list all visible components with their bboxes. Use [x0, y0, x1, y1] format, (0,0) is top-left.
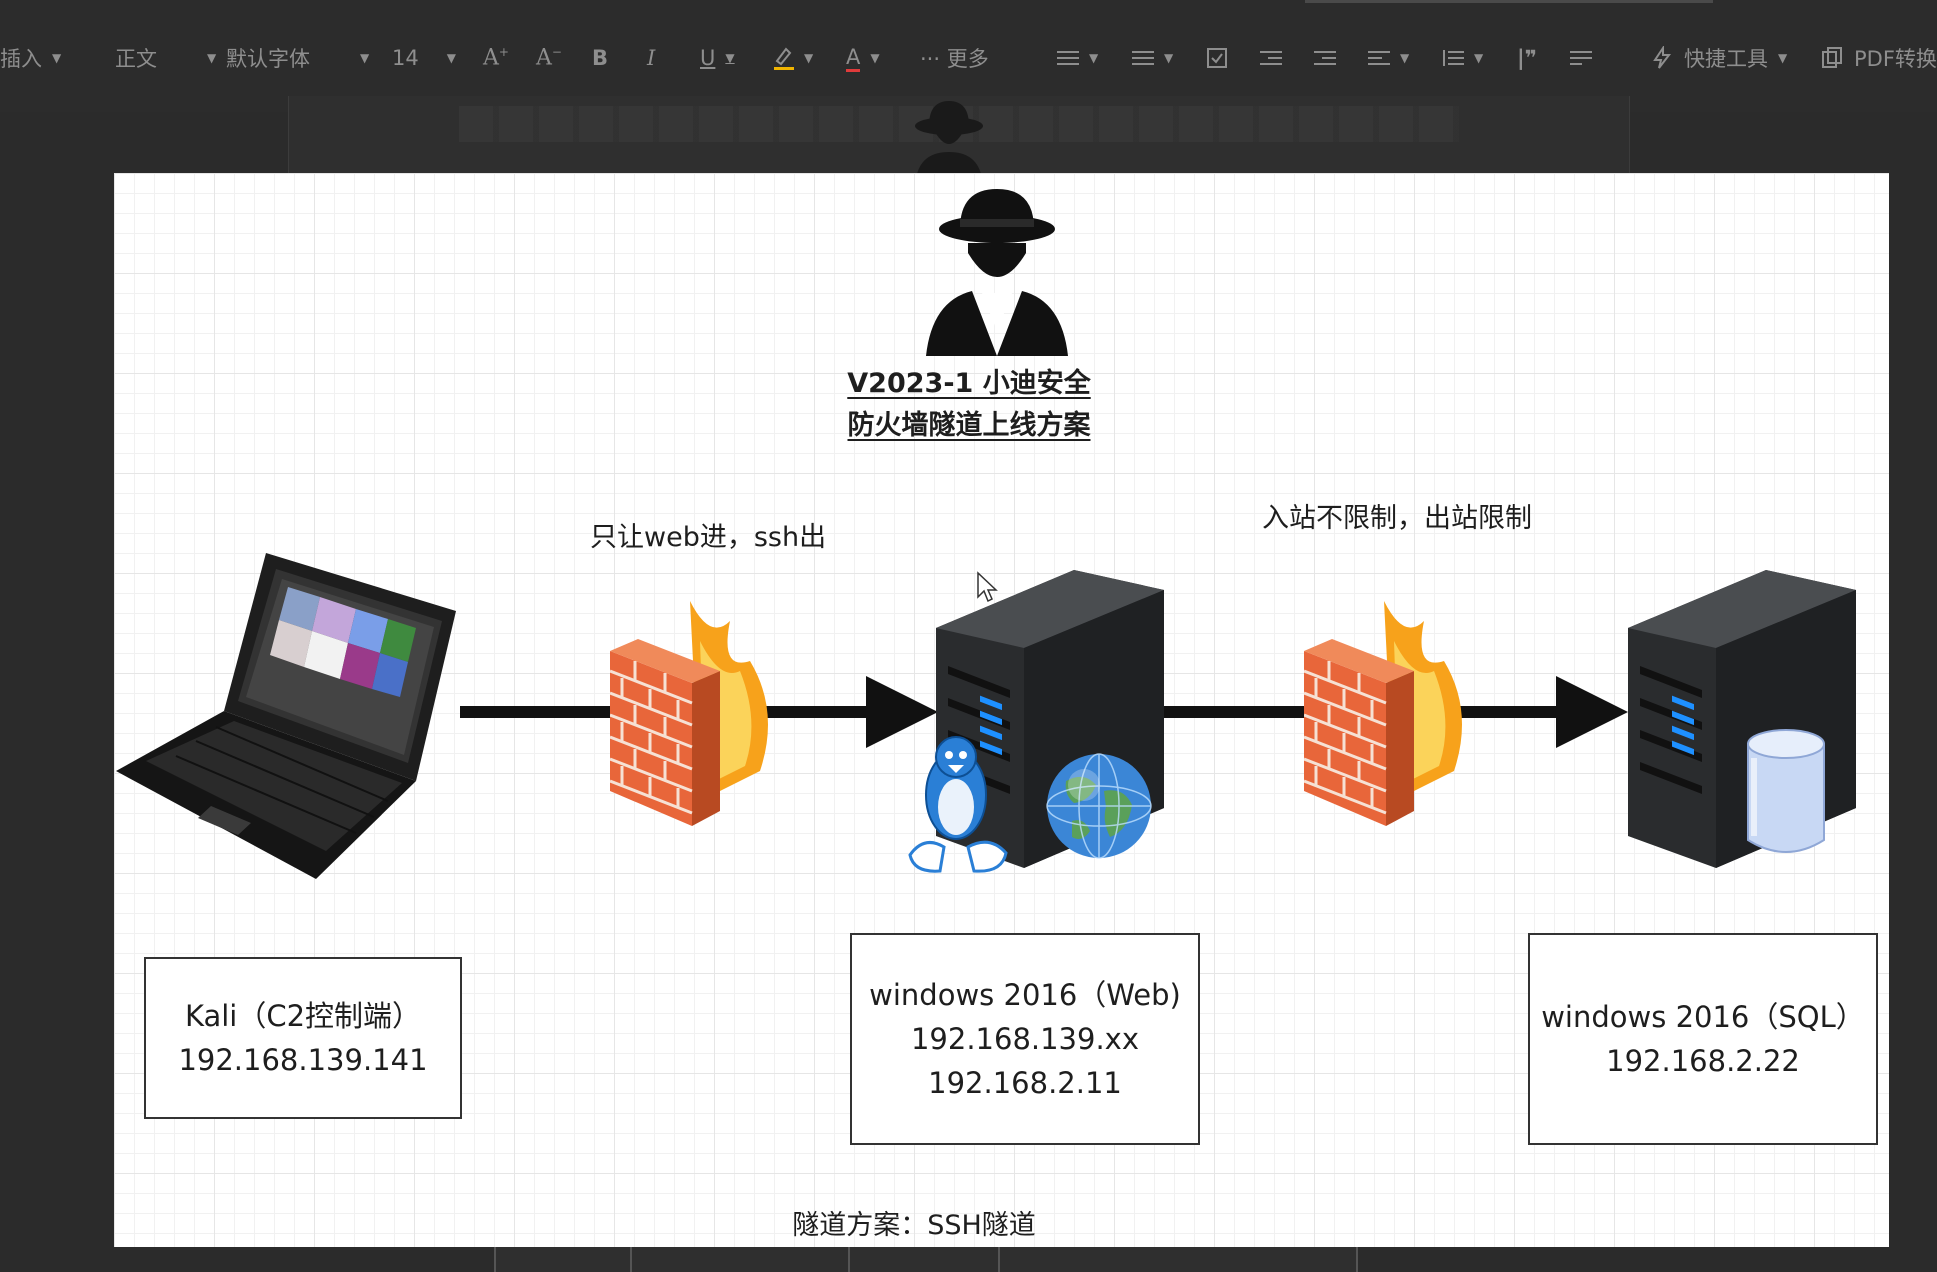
kali-ip: 192.168.139.141	[178, 1043, 428, 1077]
numbered-list-button[interactable]: ▼	[1132, 38, 1173, 78]
insert-menu[interactable]: 插入 ▼	[0, 38, 61, 78]
toolbar-top-strip	[1305, 0, 1713, 3]
pdf-convert-label: PDF转换	[1854, 47, 1937, 71]
paragraph-style-select[interactable]: 正文 ▼	[115, 38, 216, 78]
table-separator	[1356, 1246, 1358, 1272]
paragraph-style-label: 正文	[115, 47, 157, 71]
diagram-title: V2023-1 小迪安全 防火墙隧道上线方案	[834, 363, 1104, 447]
editor-toolbar: 插入 ▼ 正文 ▼ 默认字体 ▼ 14 ▼ A+ A− B I U ▼ ▼ A …	[0, 0, 1937, 112]
table-separator	[848, 1246, 850, 1272]
chevron-down-icon: ▼	[870, 51, 880, 65]
numbered-list-icon	[1132, 50, 1154, 66]
chevron-down-icon: ▼	[360, 51, 370, 65]
chevron-down-icon: ▼	[52, 51, 62, 65]
font-color-icon: A	[846, 44, 861, 72]
kali-name: Kali（C2控制端）	[184, 999, 422, 1033]
web-server-name: windows 2016（Web)	[869, 978, 1181, 1012]
font-color-letter: A	[846, 44, 861, 69]
bold-button[interactable]: B	[592, 38, 608, 78]
increase-font-icon: A+	[483, 45, 509, 71]
font-family-label: 默认字体	[226, 47, 310, 71]
bold-icon: B	[592, 46, 609, 70]
underline-icon: U	[700, 46, 716, 70]
kali-c2-label-box: Kali（C2控制端） 192.168.139.141	[144, 957, 462, 1119]
font-size-label: 14	[392, 46, 419, 70]
chevron-down-icon: ▼	[804, 51, 814, 65]
sql-server-label-box: windows 2016（SQL） 192.168.2.22	[1528, 933, 1878, 1145]
decrease-font-icon: A−	[536, 45, 562, 71]
linux-penguin-icon	[904, 735, 1014, 879]
chevron-down-icon: ▼	[725, 51, 735, 65]
chevron-down-icon: ▼	[1089, 51, 1099, 65]
quick-tools-label: 快捷工具	[1684, 47, 1768, 71]
globe-icon	[1044, 751, 1154, 865]
line-spacing-icon	[1442, 50, 1464, 66]
laptop-icon	[116, 551, 466, 885]
increase-indent-button[interactable]	[1314, 38, 1336, 78]
chevron-down-icon: ▼	[1778, 51, 1788, 65]
outdent-icon	[1260, 50, 1282, 66]
more-label: ··· 更多	[920, 47, 989, 71]
align-icon	[1368, 50, 1390, 66]
font-family-select[interactable]: 默认字体 ▼	[226, 38, 369, 78]
database-icon	[1746, 728, 1826, 862]
lightning-icon	[1653, 46, 1672, 69]
highlighter-icon	[772, 45, 794, 71]
align-button[interactable]: ▼	[1368, 38, 1409, 78]
more-button[interactable]: ··· 更多	[920, 38, 989, 78]
highlight-button[interactable]: ▼	[772, 38, 813, 78]
indent-icon	[1314, 50, 1336, 66]
decrease-font-button[interactable]: A−	[536, 38, 562, 78]
chevron-down-icon: ▼	[207, 51, 217, 65]
bullet-list-icon	[1057, 50, 1079, 66]
quick-tools-button[interactable]: 快捷工具 ▼	[1650, 38, 1787, 78]
increase-font-button[interactable]: A+	[483, 38, 509, 78]
checklist-button[interactable]	[1206, 38, 1228, 78]
checkbox-icon	[1207, 48, 1227, 68]
chevron-down-icon: ▼	[446, 51, 456, 65]
sql-server-name: windows 2016（SQL）	[1541, 1000, 1865, 1034]
firewall-icon	[1303, 601, 1474, 830]
line-spacing-button[interactable]: ▼	[1442, 38, 1483, 78]
decrease-indent-button[interactable]	[1260, 38, 1282, 78]
firewall1-note: 只让web进，ssh出	[590, 522, 827, 553]
web-server-ip-internal: 192.168.2.11	[928, 1066, 1122, 1100]
hacker-icon	[922, 181, 1072, 360]
font-color-button[interactable]: A ▼	[846, 38, 880, 78]
pdf-convert-button[interactable]: PDF转换	[1820, 38, 1937, 78]
hacker-icon	[909, 96, 989, 178]
mouse-cursor-icon	[976, 571, 1000, 609]
quote-button[interactable]: |❞	[1517, 38, 1537, 78]
quote-icon: |❞	[1517, 46, 1537, 70]
chevron-down-icon: ▼	[1164, 51, 1174, 65]
background-page-strip	[288, 96, 1630, 174]
chevron-down-icon: ▼	[1400, 51, 1410, 65]
insert-label: 插入	[0, 47, 42, 71]
title-line-1: V2023-1 小迪安全	[847, 368, 1091, 399]
table-separator	[494, 1246, 496, 1272]
firewall-icon	[609, 601, 780, 830]
table-separator	[630, 1246, 632, 1272]
diagram-canvas[interactable]: V2023-1 小迪安全 防火墙隧道上线方案 只让web进，ssh出 入站不限制…	[114, 173, 1889, 1247]
bullet-list-button[interactable]: ▼	[1057, 38, 1098, 78]
font-size-select[interactable]: 14 ▼	[392, 38, 456, 78]
web-server-label-box: windows 2016（Web) 192.168.139.xx 192.168…	[850, 933, 1200, 1145]
comment-button[interactable]	[1570, 38, 1592, 78]
table-separator	[998, 1246, 1000, 1272]
italic-button[interactable]: I	[647, 38, 655, 78]
comment-icon	[1570, 50, 1592, 66]
title-line-2: 防火墙隧道上线方案	[847, 410, 1091, 441]
underline-button[interactable]: U ▼	[700, 38, 735, 78]
italic-icon: I	[647, 46, 656, 70]
background-table-strip	[494, 1246, 1358, 1272]
sql-server-ip: 192.168.2.22	[1606, 1044, 1800, 1078]
tunnel-scheme-note: 隧道方案：SSH隧道	[792, 1210, 1036, 1241]
chevron-down-icon: ▼	[1474, 51, 1484, 65]
firewall2-note: 入站不限制，出站限制	[1262, 503, 1532, 534]
copy-icon	[1822, 47, 1842, 68]
web-server-ip-external: 192.168.139.xx	[910, 1022, 1140, 1056]
